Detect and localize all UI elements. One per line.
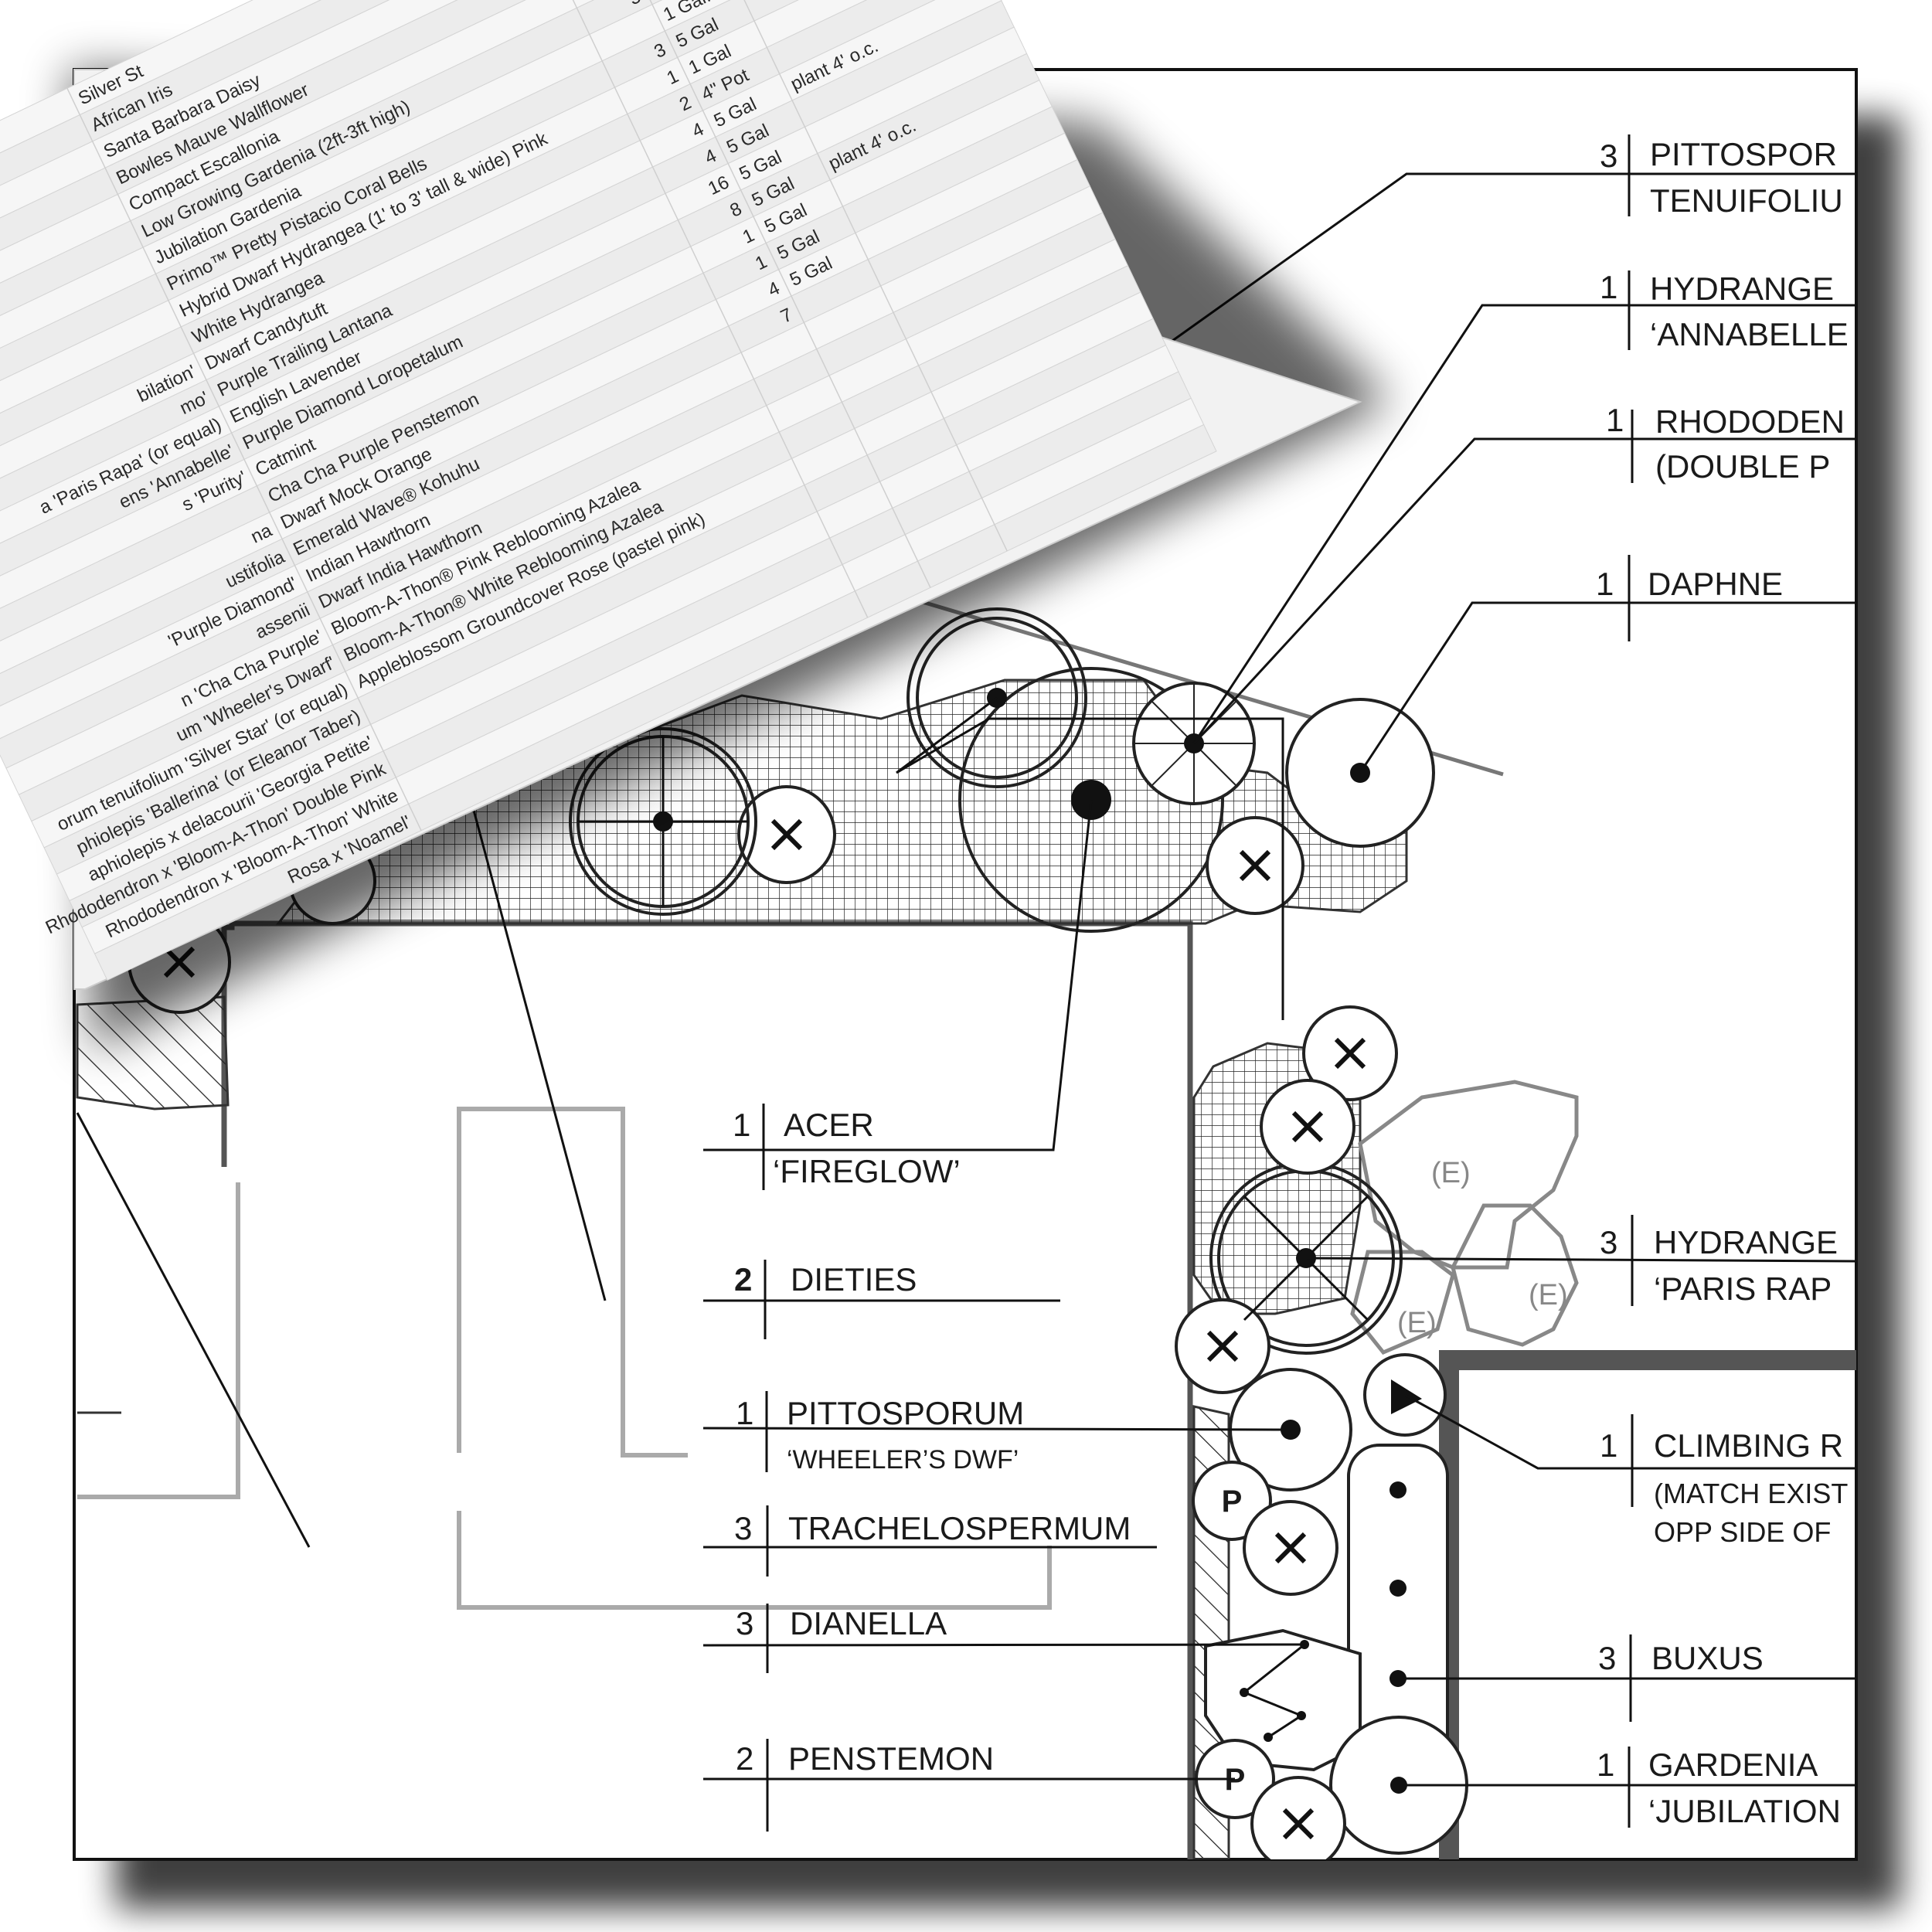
callout-qty: 3: [736, 1605, 753, 1641]
existing-mark-3: (E): [1397, 1307, 1437, 1339]
plant-list-column-divider: [652, 0, 1008, 552]
callout-name: ACER: [784, 1107, 874, 1143]
callout-name: PITTOSPORUM: [787, 1395, 1024, 1431]
callout-penstemon: 2 PENSTEMON: [736, 1739, 994, 1832]
callout-name: CLIMBING R: [1654, 1427, 1843, 1464]
callout-gardenia: 1 GARDENIA ‘JUBILATION: [1597, 1747, 1841, 1829]
callout-name: GARDENIA: [1648, 1747, 1818, 1783]
callout-variety: ‘WHEELER’S DWF’: [787, 1445, 1019, 1475]
existing-marks: (E) (E) (E): [1397, 1157, 1568, 1339]
callout-name: RHODODEN: [1655, 403, 1845, 440]
callout-hydrangea-paris: 3 HYDRANGE ‘PARIS RAP: [1600, 1215, 1838, 1307]
callout-name: TRACHELOSPERMUM: [788, 1510, 1131, 1546]
callout-climbing-rose: 1 CLIMBING R (MATCH EXIST OPP SIDE OF: [1600, 1414, 1848, 1548]
plant-list-column-divider: [66, 87, 422, 831]
callout-variety: ‘JUBILATION: [1648, 1793, 1841, 1829]
callout-qty: 1: [733, 1107, 750, 1143]
p-symbol-1: [1192, 1461, 1272, 1541]
callout-daphne: 1 DAPHNE: [1596, 555, 1783, 641]
callout-note: (MATCH EXIST: [1654, 1478, 1848, 1509]
existing-shrubs: [1350, 1080, 1579, 1355]
callout-variety: (DOUBLE P: [1655, 448, 1830, 485]
callouts-center: 1 ACER ‘FIREGLOW’ 2 DIETIES 1 PITTOSPORU…: [733, 1104, 1131, 1832]
callout-name: PITTOSPOR: [1650, 136, 1837, 172]
shrub-x-symbol-7: [1250, 1776, 1346, 1859]
callout-qty: 1: [1606, 402, 1624, 438]
callout-variety: TENUIFOLIU: [1650, 182, 1843, 219]
callout-name: HYDRANGE: [1654, 1224, 1838, 1260]
callout-variety: ‘PARIS RAP: [1654, 1270, 1832, 1307]
callouts-right: 3 PITTOSPOR TENUIFOLIU 1 HYDRANGE ‘ANNAB…: [1596, 134, 1849, 1829]
callout-acer: 1 ACER ‘FIREGLOW’: [733, 1104, 961, 1190]
existing-mark-1: (E): [1431, 1157, 1471, 1189]
leader-lines: [76, 172, 1856, 1787]
callout-qty: 3: [734, 1510, 752, 1546]
callout-name: DIANELLA: [790, 1605, 947, 1641]
callout-note: OPP SIDE OF: [1654, 1516, 1831, 1548]
callout-hydrangea-annabelle: 1 HYDRANGE ‘ANNABELLE: [1600, 269, 1849, 352]
callout-name: DAPHNE: [1648, 566, 1783, 602]
callout-qty: 2: [734, 1261, 752, 1298]
callout-name: HYDRANGE: [1650, 270, 1834, 307]
callout-qty: 1: [1600, 269, 1617, 305]
existing-mark-2: (E): [1529, 1279, 1568, 1311]
callout-qty: 3: [1600, 1224, 1617, 1260]
interior-faint-lines: [77, 1107, 1052, 1610]
plant-list-column-divider: [576, 0, 931, 588]
callout-pittosporum-tenuifolium: 3 PITTOSPOR TENUIFOLIU: [1600, 134, 1843, 219]
callout-variety: ‘ANNABELLE: [1650, 316, 1849, 352]
callout-qty: 2: [736, 1740, 753, 1777]
p-label-1: P: [1222, 1485, 1243, 1519]
callout-qty: 3: [1598, 1640, 1616, 1676]
tree-acer-symbol: [958, 667, 1224, 933]
callout-dianella: 3 DIANELLA: [736, 1604, 947, 1673]
callout-qty: 3: [1600, 138, 1617, 174]
callout-name: BUXUS: [1651, 1640, 1764, 1676]
plant-list-row: [94, 423, 1217, 981]
callout-name: PENSTEMON: [788, 1740, 994, 1777]
callout-buxus: 3 BUXUS: [1598, 1634, 1764, 1722]
callout-pittosporum-wheeler: 1 PITTOSPORUM ‘WHEELER’S DWF’: [736, 1391, 1024, 1475]
callout-qty: 1: [1596, 566, 1614, 602]
callout-dieties: 2 DIETIES: [734, 1260, 917, 1339]
callout-variety: ‘FIREGLOW’: [773, 1153, 961, 1189]
callout-rhododendron: 1 RHODODEN (DOUBLE P: [1606, 402, 1845, 485]
callout-name: DIETIES: [791, 1261, 917, 1298]
hydrangea-annabelle-symbol: [906, 607, 1087, 788]
plant-list-column-divider: [512, 0, 869, 618]
callout-qty: 1: [1597, 1747, 1614, 1783]
callout-qty: 1: [736, 1395, 753, 1431]
callout-trachelospermum: 3 TRACHELOSPERMUM: [734, 1505, 1131, 1577]
callout-qty: 1: [1600, 1427, 1617, 1464]
